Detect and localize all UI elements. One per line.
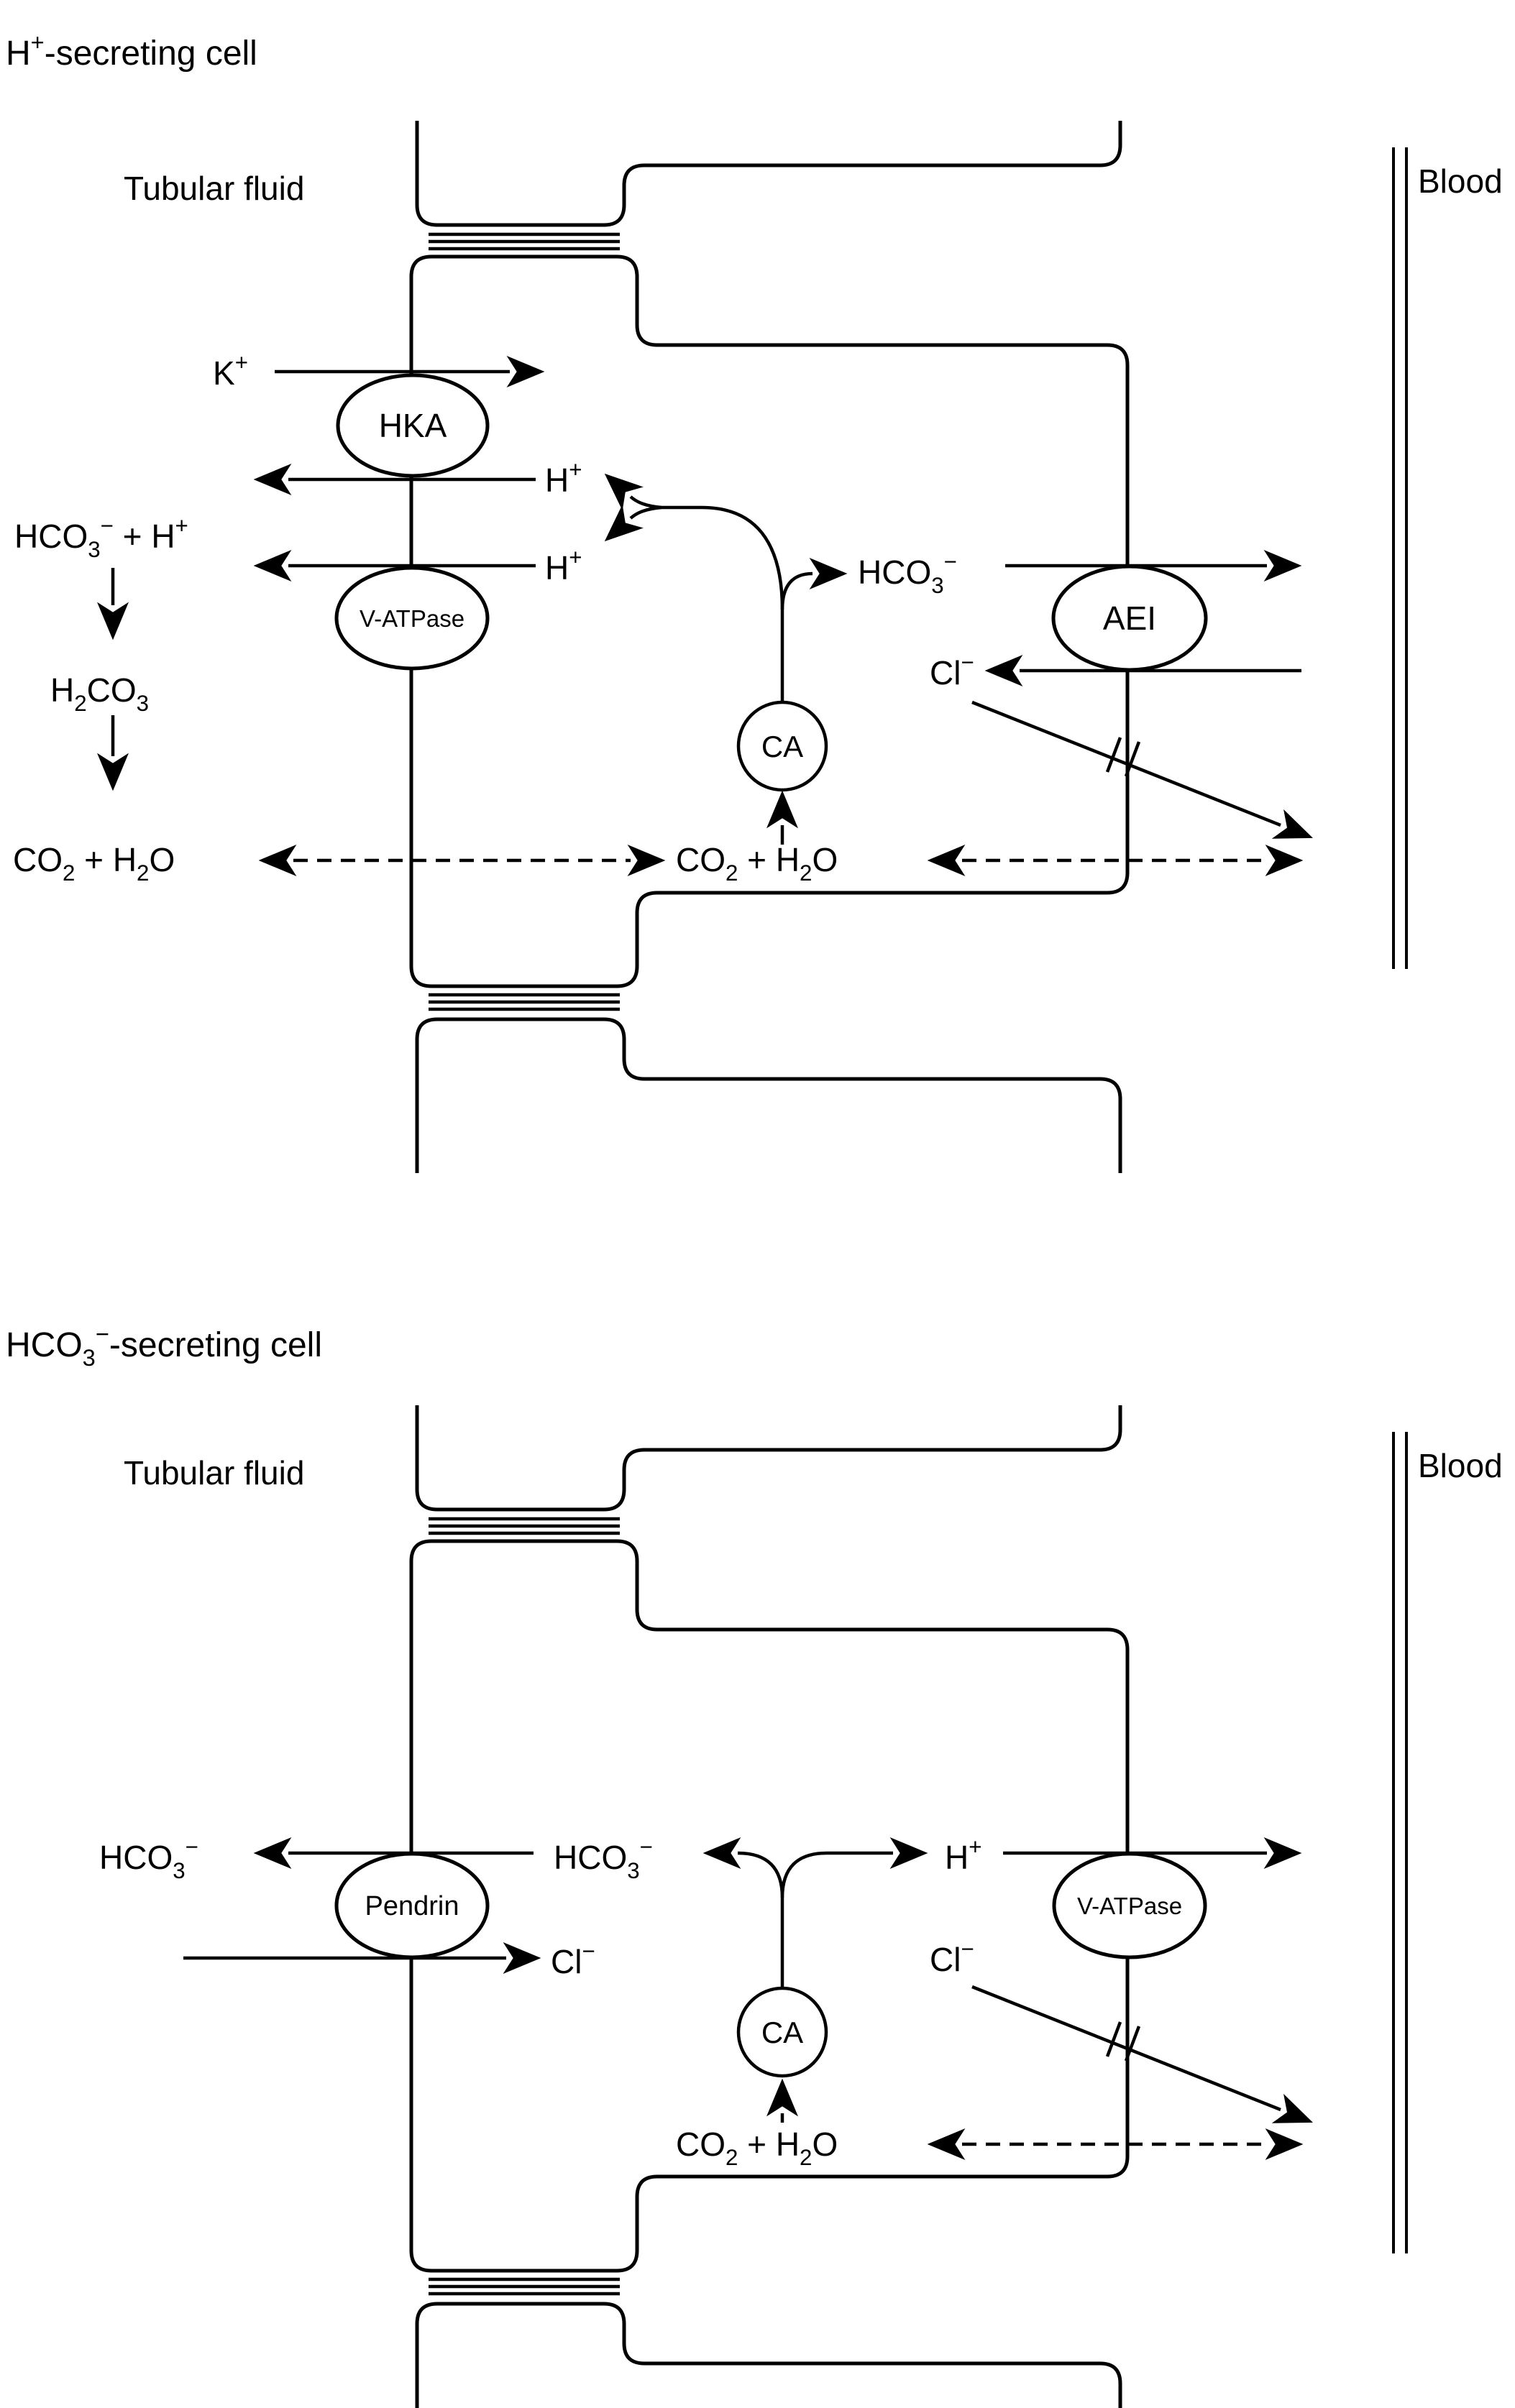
adjacent-cell-below-outline [415,2302,1122,2408]
channel-slash [1105,737,1122,773]
hka-transporter-oval [336,373,490,478]
hco3-ion-label-lumen: HCO3− [99,1834,198,1883]
carbonic-anhydrase-label: CA [761,2016,803,2049]
channel-slash [1105,2021,1122,2057]
co2-h2o-label-cell: CO2 + H2O [676,841,838,886]
h-secreting-cell-diagram: H+-secreting cell Tubular fluid Blood K+… [6,29,1503,1173]
pendrin-label: Pendrin [365,1891,459,1921]
adjacent-cell-above-outline [415,1405,1122,1512]
cl-ion-label-apical: Cl− [551,1939,595,1980]
hco3-product-arrow [780,558,848,610]
hco3-ion-label-cell: HCO3− [554,1834,653,1883]
hka-label: HKA [379,407,447,444]
ca-product-stem [662,505,784,702]
tubular-fluid-label: Tubular fluid [124,170,304,207]
hco3-secreting-cell-diagram: HCO3−-secreting cell Tubular fluid Blood… [6,1320,1503,2408]
h-ion-label-lower: H+ [545,545,582,587]
v-atpase-label: V-ATPase [360,605,464,632]
ae1-label: AEI [1103,599,1156,637]
co2-h2o-label-cell: CO2 + H2O [676,2126,838,2170]
channel-slash [1124,741,1141,777]
adjacent-cell-below-outline [415,1017,1122,1173]
h2co3-label: H2CO3 [50,671,149,716]
v-atpase-transporter-oval [334,566,490,671]
co2-h2o-label-lumen: CO2 + H2O [13,841,175,886]
v-atpase-label: V-ATPase [1077,1893,1182,1919]
h-product-arrow-upper [604,473,662,511]
lumen-reaction-label: HCO3− + H+ [14,513,188,562]
cl-ion-label-cell: Cl− [930,1936,974,1978]
hco3-ion-label-cell: HCO3− [858,549,957,598]
cl-channel-arrow [971,700,1313,839]
tubular-fluid-label: Tubular fluid [124,1454,304,1492]
diagram-title: H+-secreting cell [6,29,257,73]
channel-slash [1124,2026,1141,2062]
blood-label: Blood [1418,1447,1503,1484]
h-ion-label-upper: H+ [545,457,582,499]
h-product-arrow [780,1837,928,1898]
carbonic-anhydrase-label: CA [761,730,803,763]
blood-label: Blood [1418,162,1503,200]
k-ion-label: K+ [213,350,248,392]
h-ion-label-cell: H+ [945,1834,982,1876]
cell-body [409,254,1130,988]
adjacent-cell-above-outline [415,121,1122,227]
cell-body [409,1539,1130,2273]
cl-channel-arrow [971,1985,1313,2123]
hco3-product-arrow [702,1837,784,1898]
h-product-arrow-lower [604,504,662,542]
diagram-title: HCO3−-secreting cell [6,1320,322,1371]
cl-ion-label-cell: Cl− [930,650,974,691]
